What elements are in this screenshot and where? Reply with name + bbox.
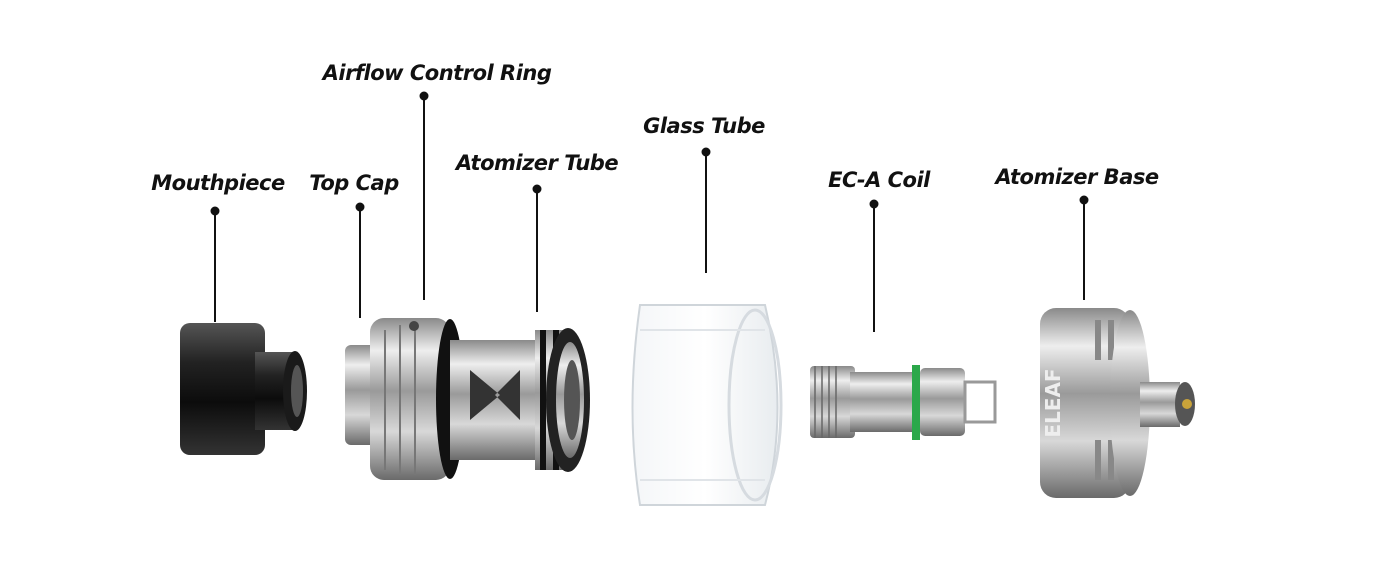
label-airflow-control-ring: Airflow Control Ring xyxy=(322,61,552,85)
label-atomizer-tube: Atomizer Tube xyxy=(455,151,619,175)
ec-a-coil-part xyxy=(810,365,997,440)
atomizer-base-part: ELEAF xyxy=(1040,308,1195,498)
leader-lines xyxy=(210,91,1089,332)
atomizer-tube-part xyxy=(450,328,590,472)
label-ec-a-coil: EC-A Coil xyxy=(828,168,930,192)
mouthpiece-part xyxy=(180,323,307,455)
glass-tube-part xyxy=(631,304,783,506)
top-cap-part xyxy=(345,318,464,480)
label-mouthpiece: Mouthpiece xyxy=(151,171,285,195)
label-top-cap: Top Cap xyxy=(309,171,399,195)
label-atomizer-base: Atomizer Base xyxy=(995,165,1159,189)
label-glass-tube: Glass Tube xyxy=(643,114,765,138)
eleaf-logo: ELEAF xyxy=(1041,368,1065,437)
